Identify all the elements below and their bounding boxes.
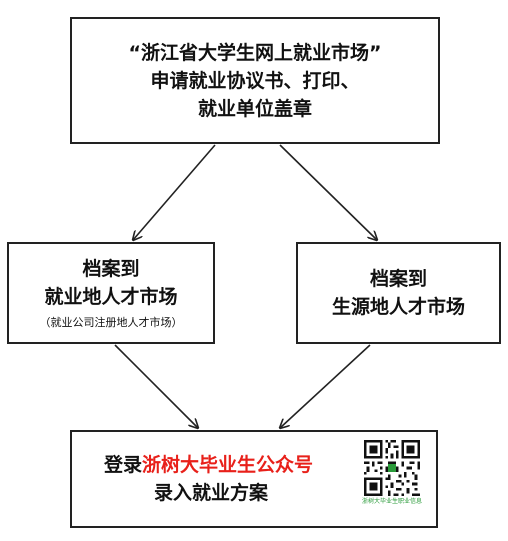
qr-center-logo — [388, 464, 396, 472]
left-box-note: （就业公司注册地人才市场） — [39, 316, 183, 329]
qr-caption: 浙树大毕业生职业信息 — [361, 498, 422, 505]
arrow-top-to-right — [279, 144, 377, 240]
step-box-archive-origin-location: 档案到 生源地人才市场 — [296, 242, 501, 344]
step-box-enter-employment-plan: 登录浙树大毕业生公众号 录入就业方案 — [70, 430, 438, 528]
arrow-top-to-left — [133, 144, 216, 240]
step-box-register-agreement: “浙江省大学生网上就业市场” 申请就业协议书、打印、 就业单位盖章 — [70, 17, 440, 144]
left-box-line-1: 档案到 — [82, 258, 140, 280]
arrow-left-to-bottom — [114, 344, 198, 428]
top-box-line-3: 就业单位盖章 — [197, 97, 312, 120]
top-box-line-1: “浙江省大学生网上就业市场” — [128, 41, 382, 64]
bottom-box-line-2: 录入就业方案 — [154, 482, 269, 504]
bottom-box-line-1: 登录浙树大毕业生公众号 — [104, 451, 313, 479]
right-box-line-2: 生源地人才市场 — [331, 296, 465, 318]
step-box-archive-employment-location: 档案到 就业地人才市场 （就业公司注册地人才市场） — [7, 242, 215, 344]
wechat-account-name: 浙树大毕业生公众号 — [142, 454, 314, 476]
top-box-line-2: 申请就业协议书、打印、 — [150, 69, 360, 92]
qr-code-block: 浙树大毕业生职业信息 — [360, 440, 424, 506]
bottom-box-prefix: 登录 — [104, 454, 143, 476]
left-box-line-2: 就业地人才市场 — [44, 286, 178, 308]
qr-code-icon[interactable] — [364, 440, 420, 496]
right-box-line-1: 档案到 — [369, 268, 427, 290]
arrow-right-to-bottom — [280, 344, 371, 428]
